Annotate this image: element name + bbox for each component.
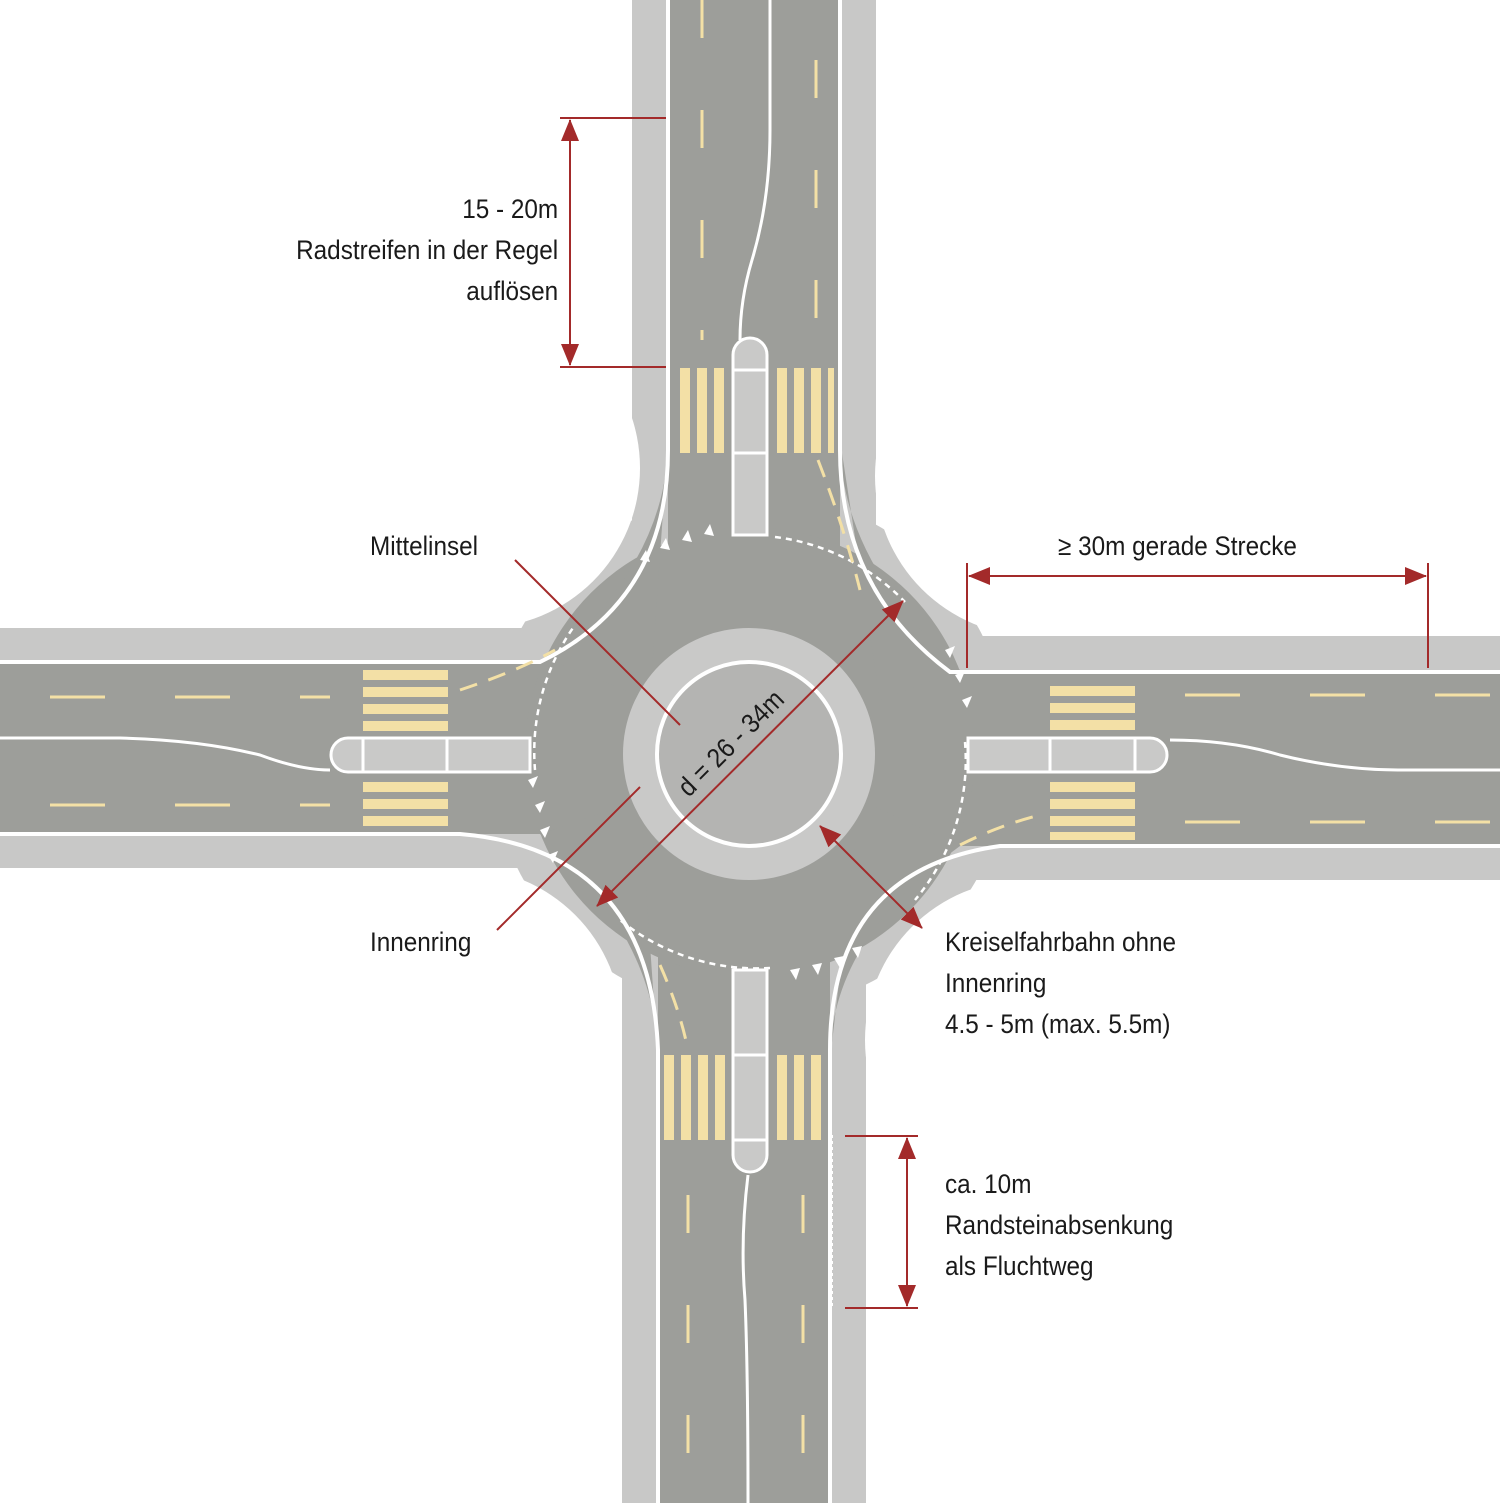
zebra-crossings: [363, 368, 1135, 1140]
dimension-lines: [496, 117, 1429, 1309]
lane-dashes: [50, 0, 1500, 1503]
splitter-islands: [329, 336, 1169, 1174]
kreiselfahrbahn-line3: 4.5 - 5m (max. 5.5m): [945, 1009, 1171, 1039]
top-distance-line3: auflösen: [466, 276, 558, 306]
straight-stretch-label: ≥ 30m gerade Strecke: [1058, 531, 1297, 561]
innenring-label: Innenring: [370, 927, 472, 957]
curb-lowering-line2: Randsteinabsenkung: [945, 1210, 1174, 1240]
yield-lines: [533, 535, 967, 970]
kreiselfahrbahn-label: Kreiselfahrbahn ohne Innenring 4.5 - 5m …: [945, 922, 1176, 1045]
shark-teeth: [528, 524, 972, 980]
curb-lowering-line3: als Fluchtweg: [945, 1251, 1094, 1281]
mittelinsel-label: Mittelinsel: [370, 531, 479, 561]
kreiselfahrbahn-line1: Kreiselfahrbahn ohne: [945, 927, 1177, 957]
top-distance-line2: Radstreifen in der Regel: [295, 235, 558, 265]
top-distance-label: 15 - 20m Radstreifen in der Regel auflös…: [296, 189, 558, 312]
kreiselfahrbahn-line2: Innenring: [945, 968, 1047, 998]
curb-lowering-line1: ca. 10m: [945, 1169, 1032, 1199]
curb-lowering-label: ca. 10m Randsteinabsenkung als Fluchtweg: [945, 1164, 1173, 1287]
background-corners: [302, 308, 1195, 1200]
top-distance-value: 15 - 20m: [462, 194, 558, 224]
